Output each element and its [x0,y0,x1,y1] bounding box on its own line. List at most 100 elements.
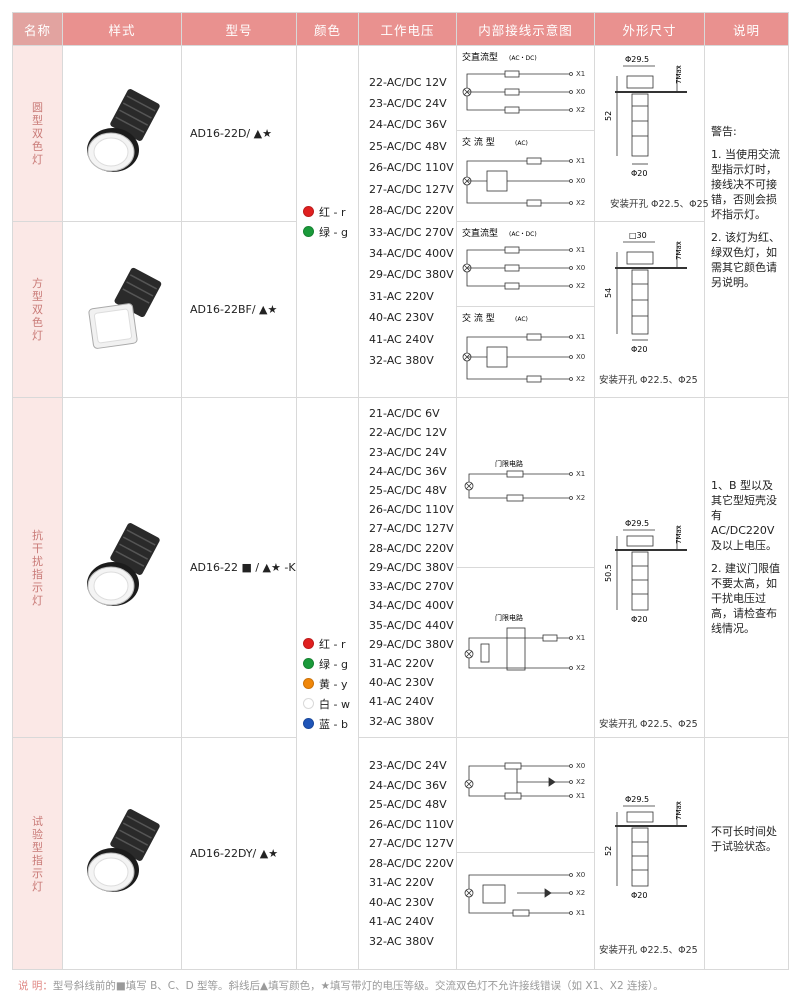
color-dot [303,678,314,689]
wiring-subtitle: (AC) [515,316,528,323]
table-row: 试验型指示灯 AD16-22DY/ ▲★ 23-AC/DC 24V 24-AC/… [12,737,789,970]
type-cell: 方型双色灯 [12,221,63,398]
svg-text:X2: X2 [576,106,585,114]
photo-cell [62,737,182,970]
svg-text:7Max: 7Max [675,241,683,260]
voltage-item: 26-AC/DC 110V [369,161,454,175]
type-cell: 抗干扰指示灯 [12,397,63,738]
svg-text:X2: X2 [576,494,585,502]
note-text: 2. 建议门限值不要太高，如干扰电压过高，请检查布线情况。 [711,562,780,635]
model-cell: AD16-22BF/ ▲★ [181,221,297,398]
table-row: 圆型双色灯 AD16-22D/ ▲★ 红 - r 绿 - g 22-AC/DC … [12,45,789,398]
color-option: 黄 - y [303,674,358,694]
header-cell: 样式 [62,12,182,46]
note-cell: 警告: 1. 当使用交流型指示灯时，接线决不可接错，否则会损坏指示灯。 2. 该… [704,45,789,398]
voltage-item: 41-AC 240V [369,332,434,346]
color-dot [303,638,314,649]
header-cell: 说明 [704,12,789,46]
type-cell: 试验型指示灯 [12,737,63,970]
wiring-title: 交直流型 [462,51,498,63]
svg-text:7Max: 7Max [675,801,683,820]
color-cell: 红 - r 绿 - g [296,45,359,398]
note-cell: 不可长时间处于试验状态。 [704,737,789,970]
voltage-item: 27-AC/DC 127V [369,837,454,850]
spec-table: 名称 样式 型号 颜色 工作电压 内部接线示意图 外形尺寸 说明 圆型双色灯 A… [12,12,789,970]
svg-text:X2: X2 [576,199,585,207]
spec-sheet: 名称 样式 型号 颜色 工作电压 内部接线示意图 外形尺寸 说明 圆型双色灯 A… [12,12,789,970]
voltage-item: 25-AC/DC 48V [369,484,447,498]
color-label: 红 - r [319,637,346,651]
voltage-item: 26-AC/DC 110V [369,817,454,831]
svg-text:X2: X2 [576,664,585,672]
header-cell: 型号 [181,12,297,46]
dimension-label: Φ20 [631,891,647,900]
voltage-item: 28-AC/DC 220V [369,856,454,870]
color-option: 红 - r [303,202,358,222]
mounting-hole-label: 安装开孔 Φ22.5、Φ25 [599,375,698,386]
wiring-subtitle: (AC) [515,140,528,147]
voltage-item: 22-AC/DC 12V [369,75,447,89]
voltage-cell: 22-AC/DC 12V 23-AC/DC 24V 24-AC/DC 36V 2… [358,45,457,398]
svg-text:X1: X1 [576,157,585,165]
photo-cell [62,397,182,738]
voltage-cell: 23-AC/DC 24V 24-AC/DC 36V 25-AC/DC 48V 2… [358,737,457,970]
photo-cell [62,221,182,398]
note-text: 1、B 型以及其它型短壳没有 AC/DC220V 及以上电压。 [711,479,777,552]
dimension-label: Φ29.5 [625,55,649,64]
type-name: 试验型指示灯 [32,814,43,893]
color-label: 绿 - g [319,657,348,671]
dimension-label: 52 [604,846,613,856]
voltage-item: 31-AC 220V [369,289,434,303]
voltage-item: 24-AC/DC 36V [369,464,447,478]
voltage-item: 28-AC/DC 220V [369,204,454,218]
dimension-label: Φ20 [631,345,647,354]
round-lamp-image [87,88,160,172]
color-label: 黄 - y [319,677,348,691]
header-cell: 外形尺寸 [594,12,705,46]
svg-text:X1: X1 [576,470,585,478]
voltage-item: 34-AC/DC 400V [369,599,454,613]
svg-text:7Max: 7Max [675,525,683,544]
note-text: 2. 该灯为红、绿双色灯，如需其它颜色请另说明。 [711,231,780,289]
mounting-hole-label: 安装开孔 Φ22.5、Φ25 [610,199,709,210]
footnote-text: 型号斜线前的■填写 B、C、D 型等。斜线后▲填写颜色，★填写带灯的电压等级。交… [52,980,664,992]
svg-text:X0: X0 [576,88,585,96]
voltage-item: 29-AC/DC 380V [369,560,454,574]
svg-text:X0: X0 [576,177,585,185]
color-option: 白 - w [303,694,358,714]
color-dot [303,206,314,217]
dimension-cell: Φ29.5 50.5 7Max Φ20 安装开孔 Φ22.5、Φ25 [594,397,705,738]
dimension-cell: Φ29.5 52 7Max Φ20 安装开孔 Φ22.5、Φ25 [594,737,705,970]
wiring-subtitle: (AC・DC) [509,55,537,62]
voltage-item: 22-AC/DC 12V [369,426,447,440]
table-row: 方型双色灯 AD16-22BF/ ▲★ 交直流型 (AC・DC) [12,221,789,398]
voltage-item: 31-AC 220V [369,656,434,670]
model-cell: AD16-22 ■ / ▲★ -K [181,397,297,738]
wiring-title: 交 流 型 [462,136,495,148]
svg-text:X1: X1 [576,70,585,78]
color-option: 红 - r [303,634,358,654]
wiring-title: 交直流型 [462,227,498,239]
square-lamp-image [88,267,162,349]
color-dot [303,718,314,729]
voltage-item: 31-AC 220V [369,876,434,889]
svg-text:7Max: 7Max [675,65,683,84]
color-label: 绿 - g [319,225,348,239]
type-name: 圆型双色灯 [32,101,43,166]
dimension-drawing: Φ29.5 50.5 7Max Φ20 [604,519,687,624]
type-name: 抗干扰指示灯 [32,528,43,607]
color-option: 蓝 - b [303,714,358,734]
dimension-drawing: □30 54 7Max Φ20 [604,231,687,354]
svg-text:X2: X2 [576,889,585,897]
mounting-hole-label: 安装开孔 Φ22.5、Φ25 [599,719,698,730]
